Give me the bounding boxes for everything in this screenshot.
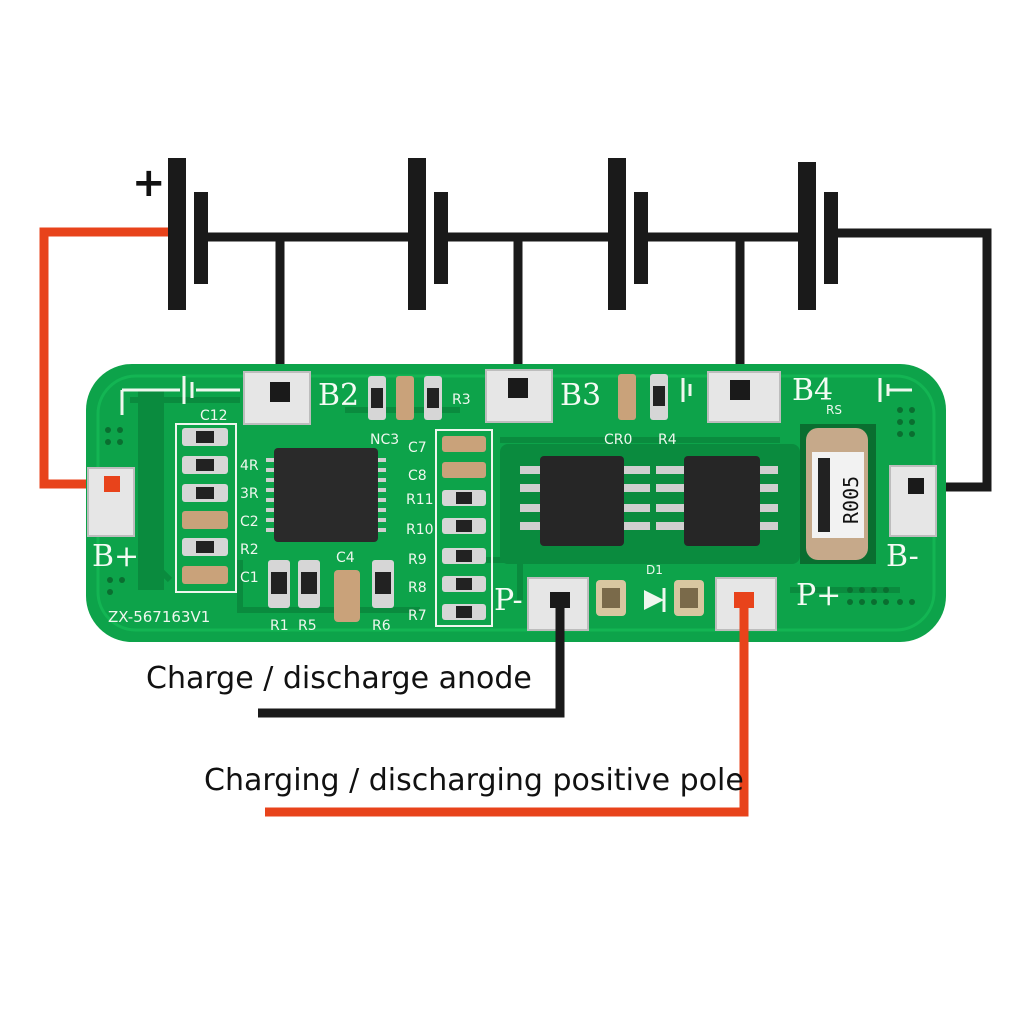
mosfet-1 xyxy=(540,456,624,546)
smd-components-center xyxy=(442,436,486,620)
caption-positive-lead: Charging / discharging positive pole xyxy=(204,763,744,798)
silk-4r: 4R xyxy=(240,458,259,474)
label-b2: B2 xyxy=(318,378,359,413)
silk-r4-right: R4 xyxy=(658,432,677,448)
silk-r3: R3 xyxy=(452,392,471,408)
label-bminus: B- xyxy=(886,539,919,574)
battery-cell-3-positive-plate xyxy=(608,158,626,310)
battery-cell-1-positive-plate xyxy=(168,158,186,310)
silk-c4: C4 xyxy=(336,550,355,566)
black-wire-pminus xyxy=(258,600,565,718)
pcb-board: B+ B2 B3 B4 B- P- P+ xyxy=(86,364,946,642)
silk-c1: C1 xyxy=(240,570,259,586)
silk-c12: C12 xyxy=(200,408,228,424)
mosfets xyxy=(520,456,778,546)
silk-board-id: ZX-567163V1 xyxy=(108,608,210,626)
pad-bminus xyxy=(889,465,937,537)
silkscreen-battery-symbols xyxy=(120,376,912,415)
silk-r10: R10 xyxy=(406,522,434,538)
smd-components-top xyxy=(368,374,668,420)
mosfet-2 xyxy=(684,456,760,546)
silk-r9: R9 xyxy=(408,552,427,568)
smd-components-bottom xyxy=(268,560,394,622)
battery-cell-2-positive-plate xyxy=(408,158,426,310)
label-b3: B3 xyxy=(560,378,601,413)
silkscreen-labels: C12 4R 3R C2 R2 C1 R1 R5 R6 C4 NC3 R3 C7… xyxy=(108,392,842,634)
silk-r5: R5 xyxy=(298,618,317,634)
smd-components-left xyxy=(182,428,228,584)
battery-cell-4-positive-plate xyxy=(798,162,816,310)
caption-negative-lead: Charge / discharge anode xyxy=(146,661,532,696)
silk-r2: R2 xyxy=(240,542,259,558)
battery-cell-3-negative-plate xyxy=(634,192,648,284)
led-d1 xyxy=(596,580,704,616)
silk-nc3: NC3 xyxy=(370,432,399,448)
label-pplus: P+ xyxy=(796,578,841,613)
battery-cell-1-negative-plate xyxy=(194,192,208,284)
label-b4: B4 xyxy=(792,373,833,408)
plus-sign: + xyxy=(132,160,166,206)
shunt-marking: R005 xyxy=(839,476,863,524)
protection-ic xyxy=(266,448,386,542)
battery-cells xyxy=(168,158,838,310)
red-wire-bplus xyxy=(39,227,168,489)
silk-r1: R1 xyxy=(270,618,289,634)
shunt-resistor: R005 xyxy=(800,424,876,564)
battery-cell-2-negative-plate xyxy=(434,192,448,284)
silk-r11: R11 xyxy=(406,492,434,508)
silk-c2: C2 xyxy=(240,514,259,530)
silk-r8: R8 xyxy=(408,580,427,596)
red-wire-pplus xyxy=(265,600,749,817)
label-bplus: B+ xyxy=(92,539,139,574)
silk-c8: C8 xyxy=(408,468,427,484)
wire-cell4-to-bminus xyxy=(838,228,992,492)
silk-3r: 3R xyxy=(240,486,259,502)
label-pminus: P- xyxy=(494,583,523,618)
silk-r7: R7 xyxy=(408,608,427,624)
battery-cell-4-negative-plate xyxy=(824,192,838,284)
silk-c7: C7 xyxy=(408,440,427,456)
silk-d1: D1 xyxy=(646,563,663,577)
silk-rs: RS xyxy=(826,403,842,417)
pcb-vias xyxy=(105,407,915,605)
silk-r6: R6 xyxy=(372,618,391,634)
silk-cr0: CR0 xyxy=(604,432,632,448)
